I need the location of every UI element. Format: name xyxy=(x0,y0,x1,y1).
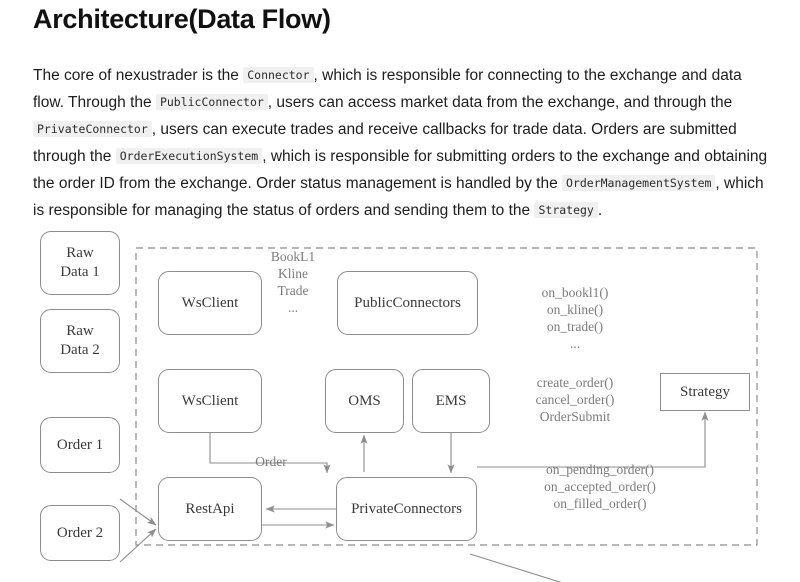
node-raw-data-1[interactable]: Raw Data 1 xyxy=(40,231,120,295)
system-boundary xyxy=(135,247,758,546)
edge-label-order-commands: create_order() cancel_order() OrderSubmi… xyxy=(535,375,615,424)
edge-label-market-callbacks: on_bookl1() on_kline() on_trade() ... xyxy=(541,285,609,351)
code-order-management-system: OrderManagementSystem xyxy=(562,174,716,191)
page-title: Architecture(Data Flow) xyxy=(33,4,331,34)
node-strategy[interactable]: Strategy xyxy=(660,373,750,411)
intro-text-3: , users can access market data from the … xyxy=(267,93,733,111)
node-private-connectors[interactable]: PrivateConnectors xyxy=(336,477,477,541)
node-rest-api[interactable]: RestApi xyxy=(158,477,262,541)
intro-text-1: The core of nexustrader is the xyxy=(33,66,244,84)
intro-text-4: , users can execute trades and receive c… xyxy=(33,120,737,165)
node-oms[interactable]: OMS xyxy=(325,369,404,433)
edge-label-order-callbacks: on_pending_order() on_accepted_order() o… xyxy=(544,462,656,511)
code-order-execution-system: OrderExecutionSystem xyxy=(115,147,263,164)
intro-text-7: . xyxy=(597,201,603,219)
intro-text-6: , which is responsible for managing the … xyxy=(33,174,764,219)
node-ems[interactable]: EMS xyxy=(412,369,490,433)
code-public-connector: PublicConnector xyxy=(155,93,268,110)
intro-paragraph: The core of nexustrader is the Connector… xyxy=(33,62,768,224)
edge-label-market-data: BookL1 Kline Trade ... xyxy=(270,249,316,315)
intro-text-5: , which is responsible for submitting or… xyxy=(33,147,768,192)
node-public-connectors[interactable]: PublicConnectors xyxy=(337,271,478,335)
node-ws-client-private[interactable]: WsClient xyxy=(158,369,262,433)
code-strategy: Strategy xyxy=(534,201,598,218)
edge-label-order: Order xyxy=(255,454,287,469)
architecture-data-flow-diagram: Raw Data 1 Raw Data 2 Order 1 Order 2 Ws… xyxy=(0,222,800,582)
node-order-2[interactable]: Order 2 xyxy=(40,505,120,561)
node-raw-data-2[interactable]: Raw Data 2 xyxy=(40,309,120,373)
code-private-connector: PrivateConnector xyxy=(33,120,152,137)
code-connector: Connector xyxy=(243,66,314,83)
node-ws-client-public[interactable]: WsClient xyxy=(158,271,262,335)
intro-text-2: , which is responsible for connecting to… xyxy=(33,66,742,111)
node-order-1[interactable]: Order 1 xyxy=(40,417,120,473)
